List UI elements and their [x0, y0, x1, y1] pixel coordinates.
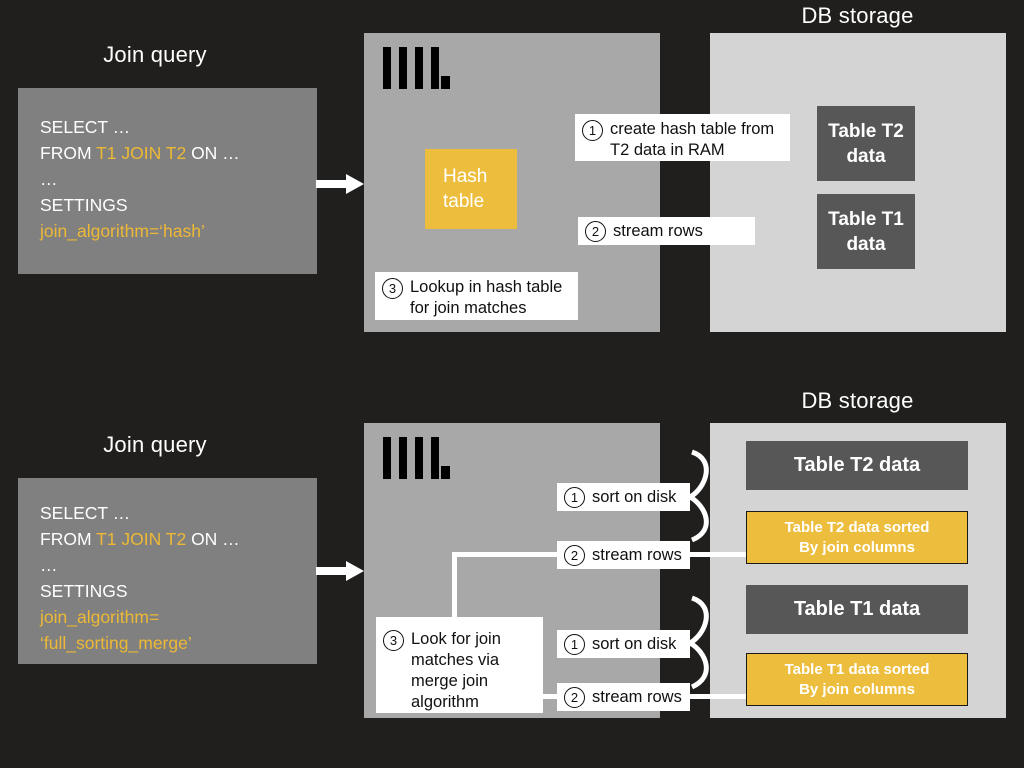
callout-number-2-t1: 2 — [564, 687, 585, 708]
query-card-hash: SELECT … FROM T1 JOIN T2 ON … … SETTINGS… — [18, 88, 317, 274]
callout-number-2-t2: 2 — [564, 545, 585, 566]
sorted-t1-line1: Table T1 data sorted — [784, 660, 930, 678]
logo-dot — [441, 466, 450, 479]
callout-number-1-t1: 1 — [564, 634, 585, 655]
table-t2-label-merge: Table T2 data — [793, 454, 921, 476]
table-t1-line2: data — [846, 233, 886, 255]
query-line-from-merge: FROM T1 JOIN T2 ON … — [40, 526, 295, 552]
callout-number-1: 1 — [582, 120, 603, 141]
heading-join-query-merge: Join query — [103, 432, 207, 457]
sorted-t2-line1: Table T2 data sorted — [784, 518, 930, 536]
logo-bar-2 — [399, 437, 407, 479]
hash-table-line1: Hash — [443, 166, 488, 187]
clickhouse-logo-hash — [383, 47, 453, 91]
query-line-select-merge: SELECT … — [40, 503, 131, 523]
query-line-from: FROM T1 JOIN T2 ON … — [40, 140, 295, 166]
logo-bar-3 — [415, 437, 423, 479]
logo-bar-4 — [431, 47, 439, 89]
logo-bar-1 — [383, 47, 391, 89]
heading-db-storage-merge: DB storage — [801, 388, 914, 413]
arrow-query-to-server-merge — [316, 561, 364, 581]
callout-text-1: create hash table from T2 data in RAM — [610, 120, 775, 159]
query-from-suffix: ON … — [186, 143, 240, 163]
query-from-tables-merge: T1 JOIN T2 — [96, 529, 187, 549]
callout-hash-2: 2 stream rows — [578, 217, 755, 245]
callout-text-3: Lookup in hash table for join matches — [410, 278, 563, 317]
heading-join-query-hash: Join query — [103, 42, 207, 67]
callout-merge-3: 3 Look for join matches via merge join a… — [376, 617, 543, 713]
query-from-prefix: FROM — [40, 143, 97, 163]
callout-text-2: stream rows — [613, 221, 703, 240]
callout-merge-stream-t1: 2 stream rows — [557, 683, 690, 711]
table-box-t2-merge: Table T2 data — [746, 441, 968, 490]
sorted-box-t1-merge: Table T1 data sorted By join columns — [746, 653, 968, 706]
heading-db-storage-hash: DB storage — [801, 3, 914, 28]
callout-text-3-merge: Look for join matches via merge join alg… — [411, 630, 501, 711]
query-line-join-algorithm-merge: join_algorithm= — [40, 607, 160, 627]
query-line-settings-merge: SETTINGS — [40, 581, 128, 601]
callout-merge-stream-t2: 2 stream rows — [557, 541, 690, 569]
query-line-ellipsis-merge: … — [40, 555, 58, 575]
hash-table-line2: table — [443, 191, 485, 212]
clickhouse-logo-merge — [383, 437, 453, 481]
hash-table-box: Hash table — [425, 149, 517, 229]
callout-merge-sort-t2: 1 sort on disk — [557, 483, 690, 511]
query-line-join-algorithm-value-merge: ‘full_sorting_merge’ — [40, 633, 192, 653]
callout-text-2-t2: stream rows — [592, 545, 682, 564]
logo-bar-4 — [431, 437, 439, 479]
table-t2-line2: data — [846, 145, 886, 167]
query-line-ellipsis: … — [40, 169, 58, 189]
callout-number-1-t2: 1 — [564, 487, 585, 508]
logo-bar-2 — [399, 47, 407, 89]
callout-text-1-t2: sort on disk — [592, 487, 677, 506]
callout-number-3-merge: 3 — [383, 630, 404, 651]
table-box-t1-hash: Table T1 data — [817, 194, 915, 269]
arrow-query-to-server-hash — [316, 174, 364, 194]
sorted-t1-line2: By join columns — [799, 680, 915, 698]
callout-hash-1: 1 create hash table from T2 data in RAM — [575, 114, 790, 161]
callout-merge-sort-t1: 1 sort on disk — [557, 630, 690, 658]
callout-number-3: 3 — [382, 278, 403, 299]
query-from-tables: T1 JOIN T2 — [96, 143, 187, 163]
query-from-prefix-merge: FROM — [40, 529, 97, 549]
table-t1-line1: Table T1 — [828, 208, 904, 230]
storage-panel-hash — [710, 33, 1006, 332]
sorted-box-t2-merge: Table T2 data sorted By join columns — [746, 511, 968, 564]
logo-bar-1 — [383, 437, 391, 479]
callout-number-2: 2 — [585, 221, 606, 242]
table-t2-line1: Table T2 — [828, 120, 904, 142]
table-t1-label-merge: Table T1 data — [793, 598, 921, 620]
callout-text-1-t1: sort on disk — [592, 634, 677, 653]
query-card-merge: SELECT … FROM T1 JOIN T2 ON … … SETTINGS… — [18, 478, 317, 664]
callout-hash-3: 3 Lookup in hash table for join matches — [375, 272, 578, 320]
sorted-t2-line2: By join columns — [799, 538, 915, 556]
logo-bar-3 — [415, 47, 423, 89]
query-line-settings: SETTINGS — [40, 195, 128, 215]
query-line-select: SELECT … — [40, 117, 131, 137]
query-from-suffix-merge: ON … — [186, 529, 240, 549]
table-box-t2-hash: Table T2 data — [817, 106, 915, 181]
callout-text-2-t1: stream rows — [592, 687, 682, 706]
table-box-t1-merge: Table T1 data — [746, 585, 968, 634]
query-line-join-algorithm: join_algorithm=‘hash’ — [40, 221, 205, 241]
logo-dot — [441, 76, 450, 89]
